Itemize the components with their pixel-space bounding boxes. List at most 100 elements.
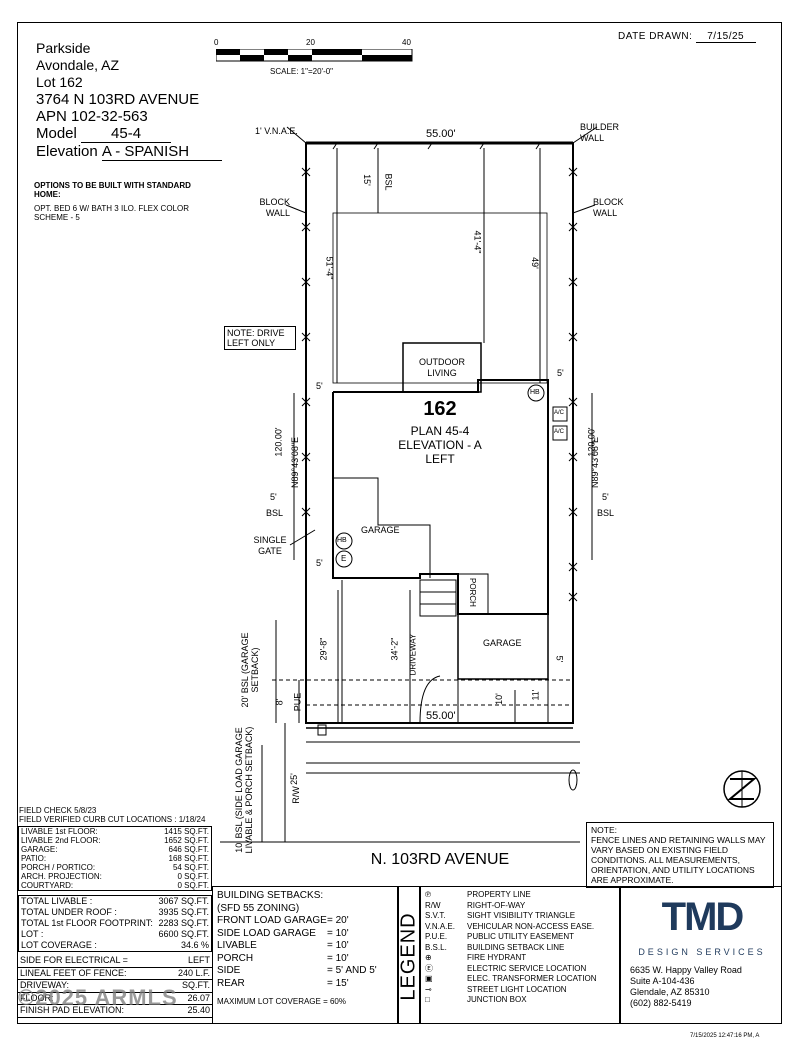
lot-number: 162: [423, 398, 457, 420]
setback-label: SIDE LOAD GARAGE: [217, 927, 316, 939]
ac-label-2: A/C: [554, 429, 565, 435]
ac-label-1: A/C: [554, 410, 565, 416]
legend-desc: JUNCTION BOX: [467, 995, 527, 1004]
setbacks-title: BUILDING SETBACKS:: [217, 890, 324, 901]
front-garage: [457, 613, 549, 680]
hb-label-2: HB: [337, 537, 347, 544]
misc-label: FINISH PAD ELEVATION:: [20, 1005, 125, 1015]
area-label: GARAGE:: [21, 845, 58, 854]
area-row: COURTYARD:0 SQ.FT.: [19, 881, 212, 891]
setback-row: SIDE= 5' AND 5': [217, 965, 393, 978]
lot-label: Lot 162: [36, 74, 83, 90]
builder-wall-label: BUILDER WALL: [580, 122, 620, 143]
scale-tick-0: 0: [214, 38, 219, 47]
area-row: ARCH. PROJECTION: 0 SQ.FT.: [19, 872, 212, 881]
total-value: 34.6 %: [180, 940, 209, 950]
porch-label: PORCH: [467, 578, 477, 607]
dim-51-4: 51'-4": [324, 256, 335, 280]
company-addr2: Suite A-104-436: [630, 976, 695, 986]
pue-label: PUE: [292, 692, 303, 712]
total-label: TOTAL 1st FLOOR FOOTPRINT:: [21, 918, 153, 928]
area-label: ARCH. PROJECTION:: [21, 872, 102, 881]
gap-gate: 5': [316, 558, 323, 568]
date-drawn: DATE DRAWN: 7/15/25: [618, 31, 756, 43]
watermark: ©2025 ARMLS: [18, 985, 178, 1010]
area-row: GARAGE:646 SQ.FT.: [19, 845, 212, 854]
date-label: DATE DRAWN:: [618, 31, 693, 42]
street-name: N. 103RD AVENUE: [370, 851, 510, 868]
legend-key: V.N.A.E.: [425, 921, 455, 931]
company-address: 6635 W. Happy Valley Road Suite A-104-43…: [630, 965, 742, 1009]
setbacks-panel: BUILDING SETBACKS: (SFD 55 ZONING) FRONT…: [212, 886, 398, 1024]
misc-value: LEFT: [187, 955, 210, 965]
misc-row: SIDE FOR ELECTRICAL =LEFT: [18, 955, 212, 967]
area-label: PORCH / PORTICO:: [21, 863, 96, 872]
area-label: PATIO:: [21, 854, 47, 863]
legend-item: S.V.T.SIGHT VISIBILITY TRIANGLE: [425, 911, 615, 922]
legend-item: P.U.E.PUBLIC UTILITY EASEMENT: [425, 932, 615, 943]
legend-item: ⊕FIRE HYDRANT: [425, 953, 615, 964]
misc-row: FLOOR:26.07: [18, 992, 212, 1005]
single-gate-label: SINGLE GATE: [253, 535, 287, 556]
note-drive: NOTE: DRIVE LEFT ONLY: [224, 326, 296, 350]
hose-bib-symbol-2: [335, 532, 353, 550]
setback-row: FRONT LOAD GARAGE= 20': [217, 915, 393, 928]
scale-tick-20: 20: [306, 38, 315, 47]
legend-desc: RIGHT-OF-WAY: [467, 900, 526, 910]
legend-desc: VEHICULAR NON-ACCESS EASE.: [467, 921, 595, 931]
area-value: 0 SQ.FT.: [177, 872, 209, 881]
gap-left: 5': [316, 381, 323, 391]
dim-41-4: 41'-4": [472, 230, 483, 254]
legend-desc: ELEC. TRANSFORMER LOCATION: [467, 974, 597, 983]
misc-row: DRIVEWAY:SQ.FT.: [18, 980, 212, 992]
total-label: LOT COVERAGE :: [21, 940, 97, 950]
setback-row: REAR= 15': [217, 978, 393, 991]
side-right-dim: 5': [602, 492, 609, 502]
e-label: E: [341, 554, 347, 563]
setback-label: PORCH: [217, 952, 254, 964]
company-phone: (602) 882-5419: [630, 998, 692, 1008]
total-value: 2283 SQ.FT.: [158, 918, 209, 928]
plan-elevation: ELEVATION - A: [398, 438, 482, 452]
fence-note: NOTE: FENCE LINES AND RETAINING WALLS MA…: [586, 822, 774, 888]
pue-8: 8': [274, 698, 285, 706]
bsl-10: 10' BSL (SIDE LOAD GARAGE LIVABLE & PORC…: [234, 726, 254, 854]
legend-desc: PROPERTY LINE: [467, 890, 531, 899]
area-row: LIVABLE 2nd FLOOR:1652 SQ.FT.: [19, 836, 212, 845]
total-value: 6600 SQ.FT.: [158, 929, 209, 939]
block-wall-right: BLOCK WALL: [593, 197, 624, 218]
date-value: 7/15/25: [695, 31, 756, 43]
total-row: TOTAL 1st FLOOR FOOTPRINT: 2283 SQ.FT.: [19, 918, 212, 929]
legend-key: Ⓔ: [425, 963, 433, 973]
legend-desc: SIGHT VISIBILITY TRIANGLE: [467, 911, 576, 920]
area-label: LIVABLE 1st FLOOR:: [21, 827, 98, 836]
options-text: OPT. BED 6 W/ BATH 3 ILO. FLEX COLOR SCH…: [34, 204, 189, 222]
rear-bsl-label: BSL: [383, 173, 394, 191]
legend-key: □: [425, 995, 430, 1004]
setback-label: FRONT LOAD GARAGE: [217, 915, 327, 926]
depth-left: 120.00': [273, 427, 284, 457]
driveway-curve: [419, 675, 441, 724]
misc-value: 240 L.F.: [177, 967, 210, 978]
totals-table: TOTAL LIVABLE :3067 SQ.FT.TOTAL UNDER RO…: [18, 895, 212, 952]
side-left-bsl: BSL: [266, 508, 284, 518]
total-value: 3067 SQ.FT.: [158, 896, 209, 906]
hb-label-1: HB: [530, 389, 540, 396]
total-row: TOTAL LIVABLE :3067 SQ.FT.: [19, 896, 212, 908]
company-addr3: Glendale, AZ 85310: [630, 987, 710, 997]
plan-orientation: LEFT: [425, 452, 455, 466]
area-value: 0 SQ.FT.: [177, 881, 209, 890]
legend-desc: BUILDING SETBACK LINE: [467, 942, 565, 952]
setback-row: SIDE LOAD GARAGE = 10': [217, 928, 393, 941]
ac-unit-2: [552, 425, 568, 441]
area-label: LIVABLE 2nd FLOOR:: [21, 836, 101, 845]
front-width: 55.00': [426, 710, 456, 722]
options-title: OPTIONS TO BE BUILT WITH STANDARD HOME:: [34, 181, 191, 199]
company-block: TMD DESIGN SERVICES 6635 W. Happy Valley…: [620, 886, 782, 1024]
setback-value: = 10': [327, 927, 349, 939]
model-label: Model: [36, 125, 77, 142]
setback-value: = 15': [327, 977, 349, 989]
misc-row: LINEAL FEET OF FENCE:240 L.F.: [18, 967, 212, 980]
dim-29-8: 29'-8": [318, 637, 329, 661]
company-logo: TMD: [661, 895, 745, 939]
